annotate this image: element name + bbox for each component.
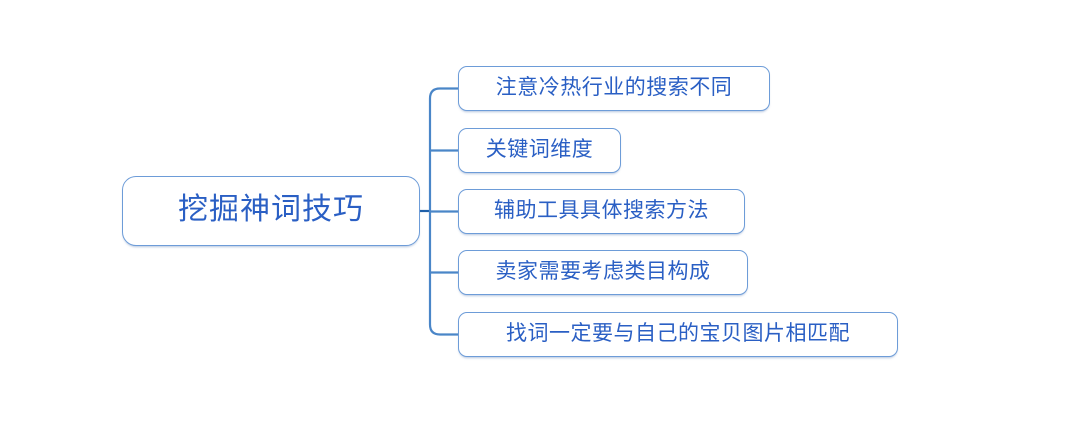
- child-node-2[interactable]: 关键词维度: [458, 128, 621, 173]
- child-node-4[interactable]: 卖家需要考虑类目构成: [458, 250, 748, 295]
- child-node-5[interactable]: 找词一定要与自己的宝贝图片相匹配: [458, 312, 898, 357]
- child-node-5-label: 找词一定要与自己的宝贝图片相匹配: [506, 322, 850, 345]
- child-node-2-label: 关键词维度: [485, 138, 594, 161]
- child-node-4-label: 卖家需要考虑类目构成: [495, 260, 711, 283]
- edge-child-stubs: [430, 149, 458, 274]
- child-node-3-label: 辅助工具具体搜索方法: [494, 199, 709, 222]
- child-node-1-label: 注意冷热行业的搜索不同: [495, 76, 733, 99]
- edge-spine: [428, 87, 460, 336]
- child-node-3[interactable]: 辅助工具具体搜索方法: [458, 189, 745, 234]
- child-node-1[interactable]: 注意冷热行业的搜索不同: [458, 66, 770, 111]
- root-node-label: 挖掘神词技巧: [178, 193, 364, 226]
- root-node[interactable]: 挖掘神词技巧: [122, 176, 420, 246]
